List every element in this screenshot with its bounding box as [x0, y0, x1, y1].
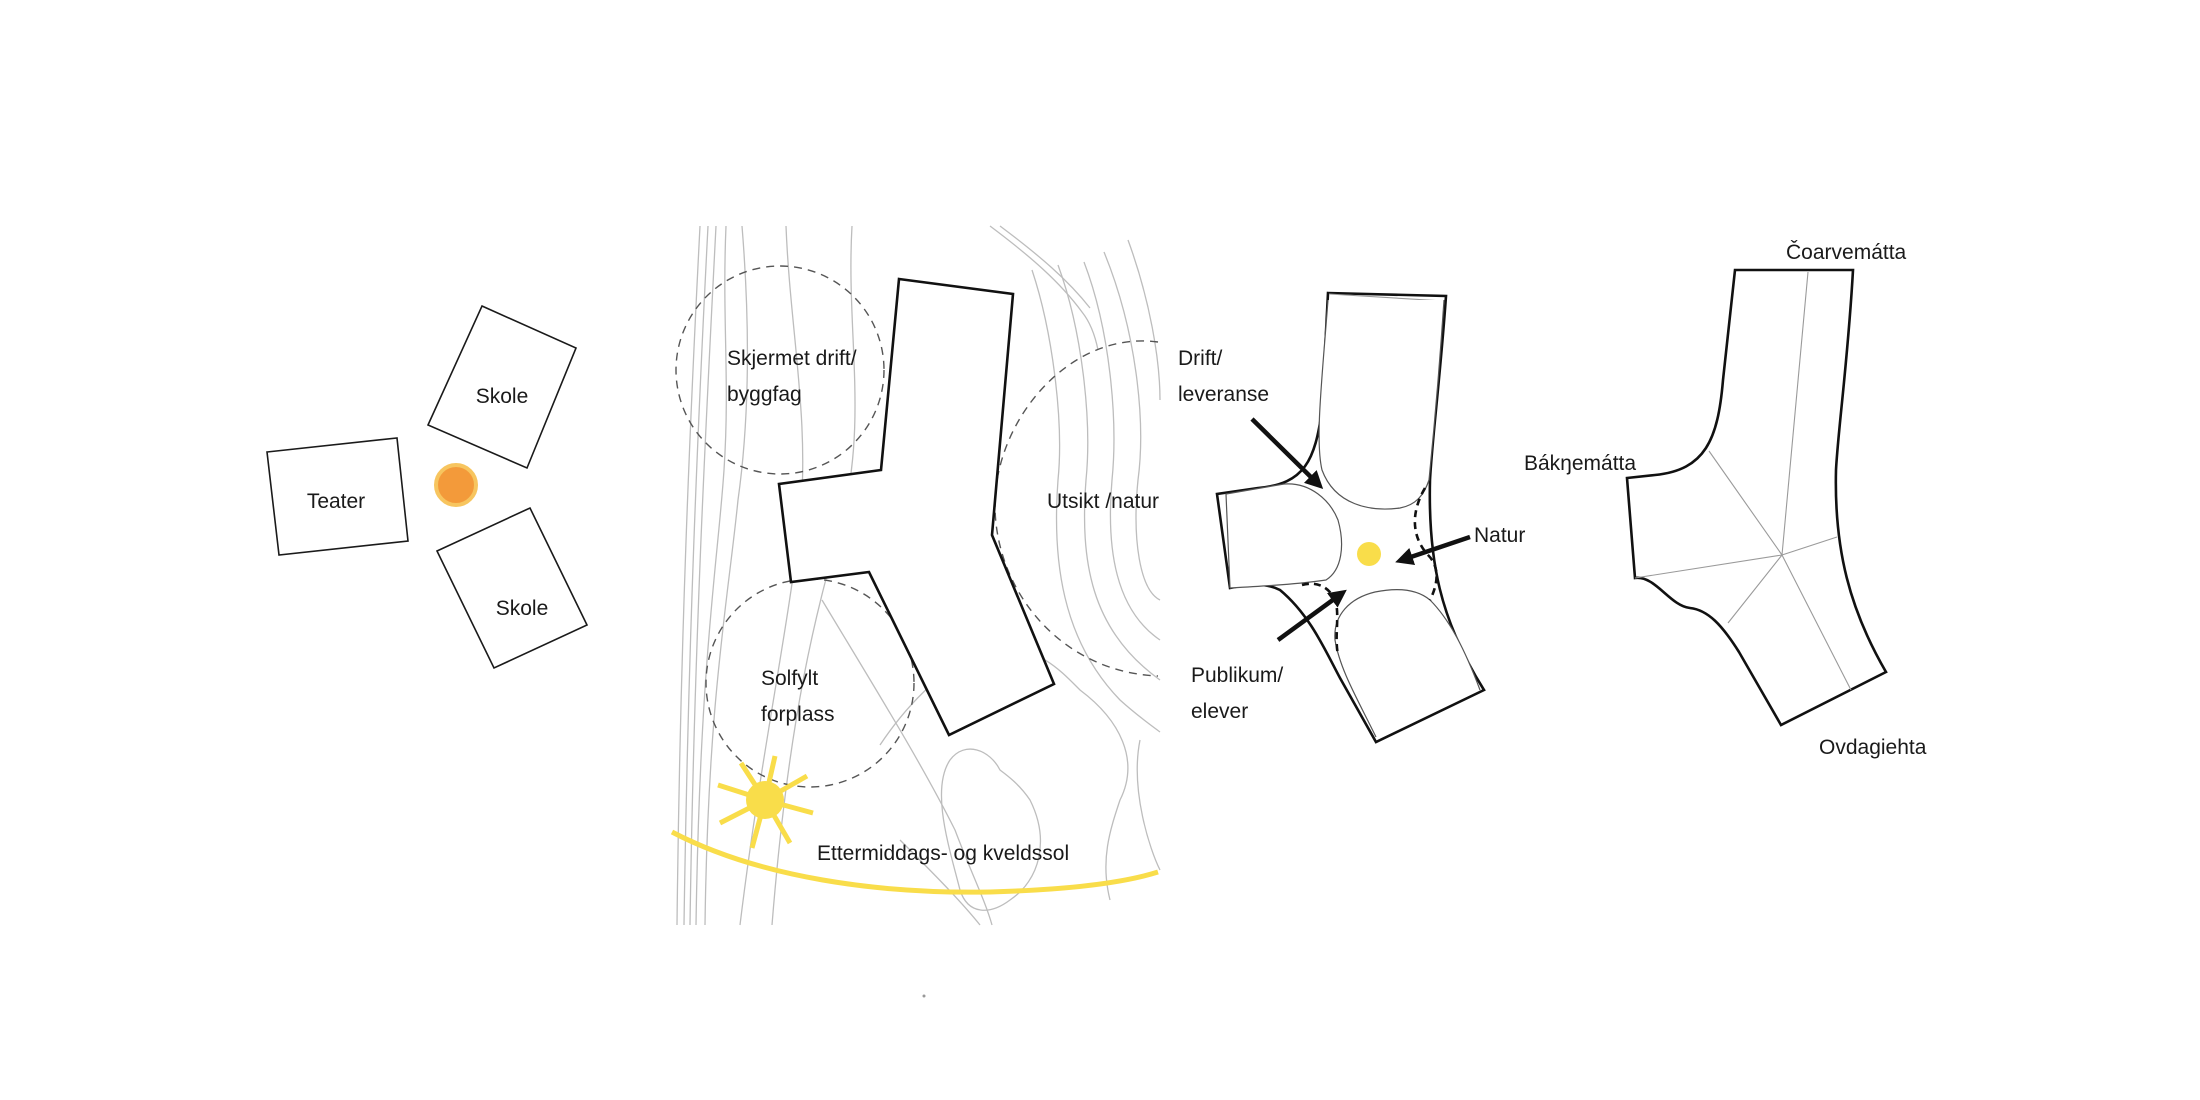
label-sunny-line1: Solfylt — [761, 667, 818, 690]
sun-icon — [717, 755, 814, 849]
building-outline-directions — [1625, 268, 1888, 727]
skole-label-bottom: Skole — [496, 597, 549, 620]
label-afternoon-sun: Ettermiddags- og kveldssol — [817, 842, 1069, 865]
afternoon-sun-arc — [670, 829, 1159, 895]
label-sheltered-line1: Skjermet drift/ — [727, 347, 857, 370]
panel-directions: Čoarvemátta Bákŋemátta Ovdagiehta — [1524, 241, 1927, 759]
label-north: Čoarvemátta — [1786, 241, 1907, 264]
panel-program-relations: Skole Teater Skole — [266, 304, 589, 670]
label-sheltered-line2: byggfag — [727, 383, 802, 406]
courtyard-entry-dashes — [1413, 487, 1438, 601]
site-contour-lines — [676, 225, 1161, 926]
label-public-line2: elever — [1191, 700, 1248, 723]
stray-dot — [922, 994, 926, 998]
room-south — [1334, 589, 1481, 738]
building-footprint-site — [777, 277, 1056, 737]
roof-edge-line — [1328, 293, 1445, 302]
room-west — [1225, 483, 1343, 589]
courtyard-entry-dashes-2 — [1301, 582, 1340, 656]
zone-sheltered — [675, 265, 885, 475]
panel-access-flows: Drift/ leveranse Natur Publikum/ elever — [1178, 291, 1525, 744]
label-delivery-line2: leveranse — [1178, 383, 1269, 406]
label-view-nature: Utsikt /natur — [1047, 490, 1159, 513]
room-north — [1318, 299, 1445, 510]
arrow-delivery — [1250, 417, 1324, 490]
skole-box-top — [426, 304, 578, 470]
skole-box-bottom — [435, 506, 589, 670]
arrow-nature — [1395, 534, 1471, 566]
label-nature: Natur — [1474, 524, 1525, 547]
label-south: Ovdagiehta — [1819, 736, 1927, 759]
meeting-point-node — [434, 463, 478, 507]
label-public-line1: Publikum/ — [1191, 664, 1283, 687]
teater-label: Teater — [307, 490, 365, 513]
zone-sunny-forecourt — [705, 578, 915, 788]
arrow-public — [1276, 589, 1347, 642]
teater-box — [266, 437, 409, 556]
direction-dividers — [1634, 271, 1852, 691]
label-west: Bákŋemátta — [1524, 452, 1636, 475]
skole-label-top: Skole — [476, 385, 529, 408]
panel-site-analysis: Skjermet drift/ byggfag Utsikt /natur So… — [670, 225, 1161, 926]
label-delivery-line1: Drift/ — [1178, 347, 1222, 370]
courtyard-node — [1357, 542, 1381, 566]
label-sunny-line2: forplass — [761, 703, 835, 726]
